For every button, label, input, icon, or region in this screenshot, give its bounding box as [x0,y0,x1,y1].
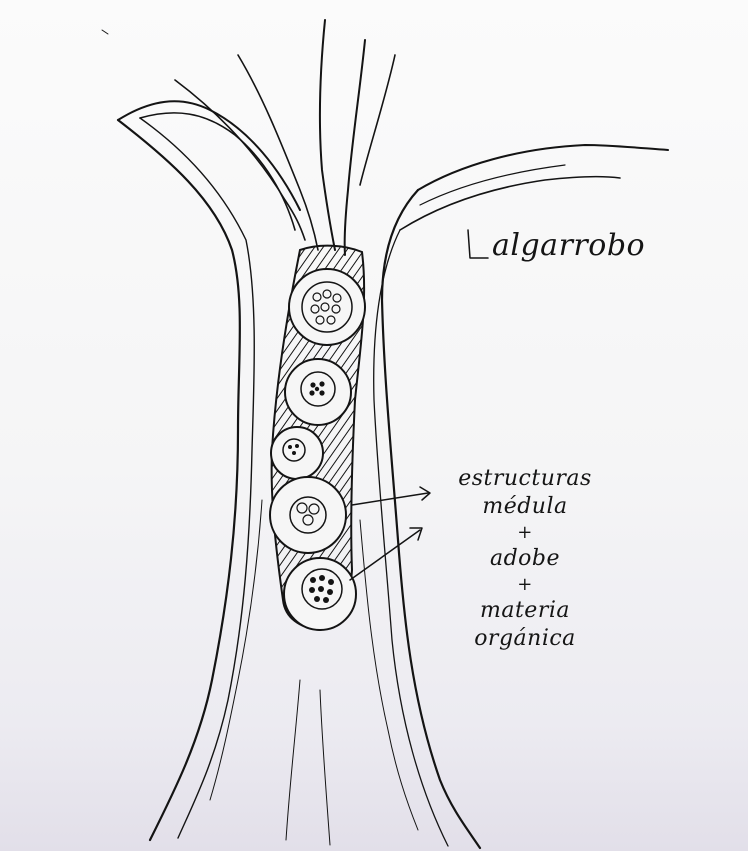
tree-label: algarrobo [492,228,645,263]
trunk-left-edge [118,120,240,840]
cell-2 [285,359,351,425]
branch-right-bark [420,165,565,205]
branch-right [418,145,668,190]
branch-small-top [360,55,395,185]
branch-center-right [345,40,365,255]
label-adobe: adobe [420,548,630,570]
label-structure: estructuras [420,468,630,490]
pointer-line-1 [352,493,428,505]
tree-label-bracket [468,230,488,258]
bark-texture-3 [286,680,300,840]
branch-center [320,20,335,250]
branch-left [118,101,300,210]
label-organica: orgánica [420,628,630,650]
cell-3 [271,427,323,479]
branch-left-inner [140,113,295,230]
stray-mark [102,30,108,34]
label-plus-2: + [420,576,630,594]
label-medulla: médula [420,496,630,518]
pointer-line-2 [350,530,420,580]
label-materia: materia [420,600,630,622]
branch-center-left [238,55,318,250]
branch-right-lower [400,177,620,230]
bark-texture-4 [320,690,330,845]
structure-label-group: estructuras médula + adobe + materia org… [420,462,630,656]
cell-1 [289,269,365,345]
label-plus-1: + [420,524,630,542]
